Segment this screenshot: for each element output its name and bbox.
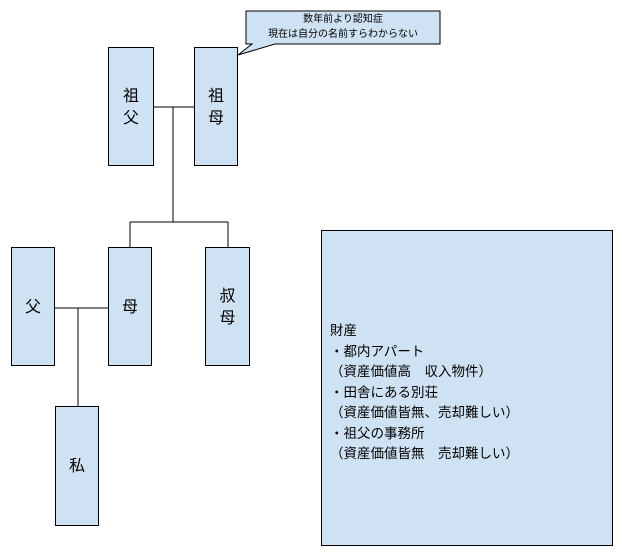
assets-heading: 財産 <box>330 323 357 339</box>
asset-item-villa: ・田舎にある別荘 <box>330 384 438 401</box>
mother-box: 母 <box>108 247 152 366</box>
dementia-note-line-2: 現在は自分の名前すらわからない <box>268 28 418 40</box>
asset-note-apartment: （資産価値高 収入物件） <box>330 364 492 381</box>
grandfather-box: 祖 父 <box>108 47 154 166</box>
me-box: 私 <box>55 406 99 526</box>
aunt-box: 叔 母 <box>205 247 250 366</box>
asset-item-apartment: ・都内アパート <box>330 343 425 360</box>
assets-text: 財産 ・都内アパート （資産価値高 収入物件） ・田舎にある別荘 （資産価値皆無… <box>330 321 519 465</box>
asset-item-office: ・祖父の事務所 <box>330 425 425 442</box>
father-box: 父 <box>11 247 55 366</box>
grandmother-box: 祖 母 <box>194 47 238 166</box>
assets-box: 財産 ・都内アパート （資産価値高 収入物件） ・田舎にある別荘 （資産価値皆無… <box>321 230 613 546</box>
asset-note-villa: （資産価値皆無、売却難しい） <box>330 405 519 422</box>
dementia-note-line-1: 数年前より認知症 <box>303 14 383 25</box>
dementia-note: 数年前より認知症 現在は自分の名前すらわからない <box>246 11 440 44</box>
asset-note-office: （資産価値皆無 売却難しい） <box>330 446 519 463</box>
